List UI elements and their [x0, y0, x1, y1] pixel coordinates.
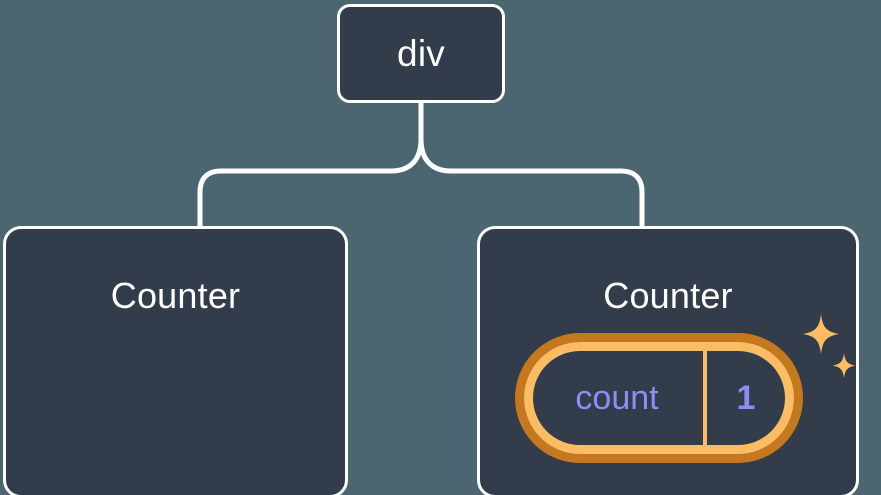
state-key-right: count — [575, 379, 659, 417]
connector-branch-left — [197, 138, 424, 228]
node-div[interactable]: div — [337, 4, 505, 103]
state-pill-count-right[interactable]: count 1 — [524, 342, 794, 454]
state-value-right: 1 — [703, 351, 785, 445]
connector-branch-right — [418, 138, 645, 228]
node-counter-right-label: Counter — [603, 275, 733, 316]
node-div-label: div — [397, 33, 445, 74]
node-counter-left[interactable]: Counter count 0 — [3, 226, 348, 495]
state-pill-count-right-highlight[interactable]: count 1 — [515, 333, 803, 463]
node-counter-left-label: Counter — [110, 275, 241, 316]
